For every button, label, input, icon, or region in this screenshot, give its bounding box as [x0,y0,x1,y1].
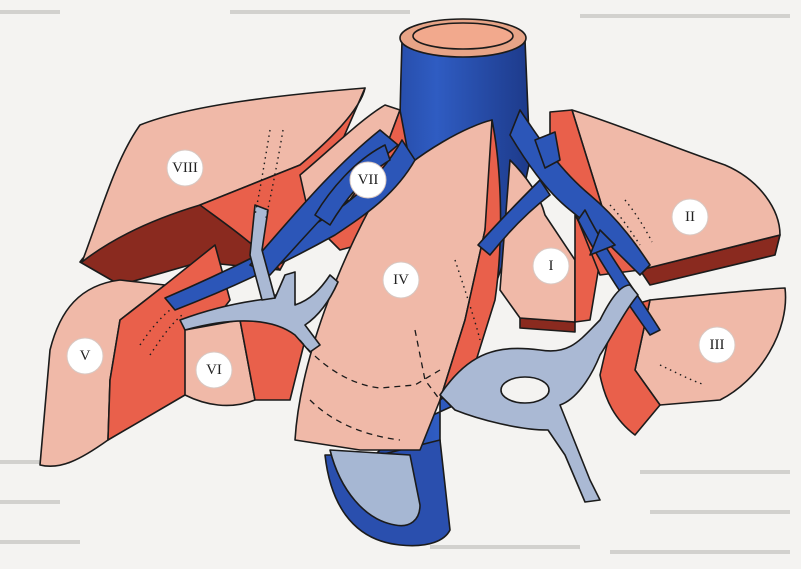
label-segment-viii: VIII [167,150,203,186]
label-segment-iii: III [699,327,735,363]
label-text-ii: II [685,209,695,225]
label-text-vi: VI [206,362,222,378]
label-segment-ii: II [672,199,708,235]
label-segment-v: V [67,338,103,374]
label-text-iii: III [710,337,725,353]
label-text-viii: VIII [172,160,198,176]
label-text-iv: IV [393,272,409,288]
label-segment-iv: IV [383,262,419,298]
label-segment-vii: VII [350,162,386,198]
label-text-v: V [80,348,91,364]
label-segment-i: I [533,248,569,284]
label-segment-vi: VI [196,352,232,388]
label-text-vii: VII [358,172,379,188]
label-text-i: I [549,258,554,274]
